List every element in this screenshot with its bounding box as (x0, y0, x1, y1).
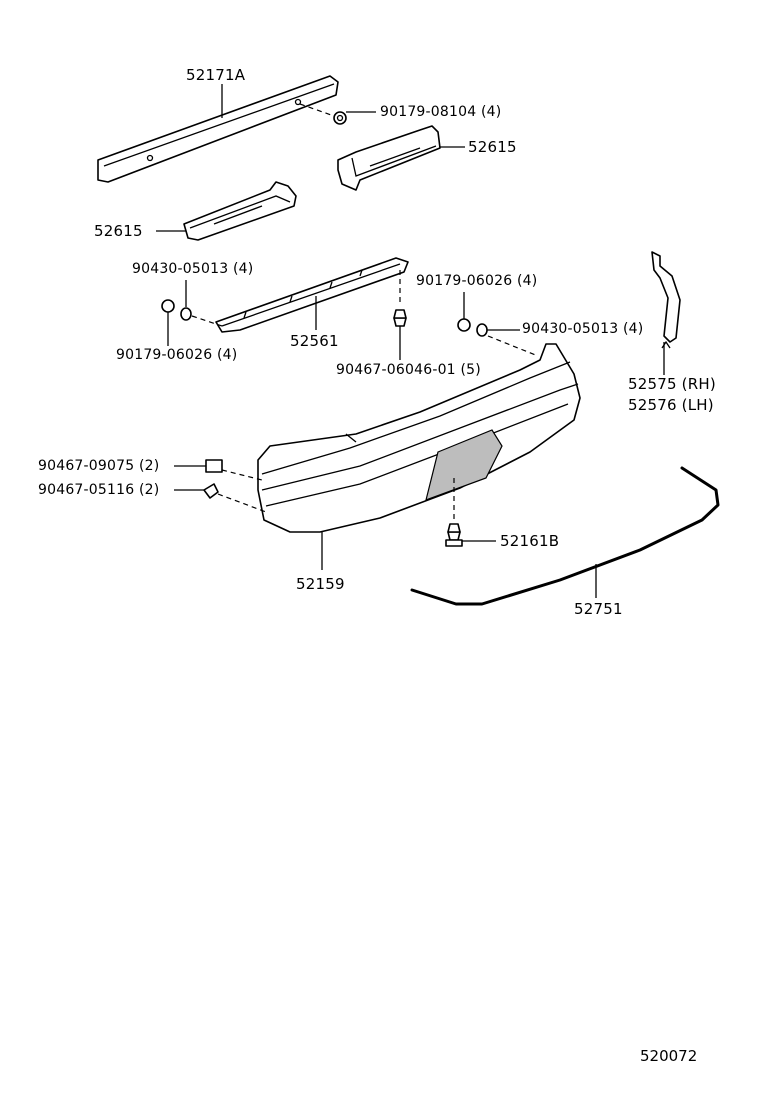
label-washer-left: 90430-05013 (4) (132, 261, 254, 277)
label-bracket-lh: 52576 (LH) (628, 396, 714, 414)
support-right-part[interactable] (337, 125, 441, 191)
label-moulding: 52751 (574, 600, 623, 618)
support-left-part[interactable] (183, 181, 297, 241)
washer-left-part[interactable] (180, 307, 192, 321)
clip-b-part[interactable] (203, 483, 219, 499)
washer-right-part[interactable] (476, 323, 488, 337)
reinforcement-part[interactable] (97, 75, 339, 183)
label-bumper-cover: 52159 (296, 575, 345, 593)
label-reinforcement: 52171A (186, 66, 246, 84)
bracket-part[interactable] (651, 251, 681, 349)
label-bracket-rh: 52575 (RH) (628, 375, 716, 393)
label-clip-retainer: 90467-06046-01 (5) (336, 362, 481, 378)
nut-left-part[interactable] (161, 299, 175, 313)
bumper-cover-part[interactable] (257, 343, 581, 533)
clip-cover-part[interactable] (445, 523, 463, 547)
label-retainer: 52561 (290, 332, 339, 350)
nut-right-part[interactable] (457, 318, 471, 332)
label-clip-a: 90467-09075 (2) (38, 458, 160, 474)
label-nut-top: 90179-08104 (4) (380, 104, 502, 120)
nut-top-part[interactable] (333, 111, 347, 125)
diagram-code: 520072 (640, 1047, 698, 1065)
label-nut-right: 90179-06026 (4) (416, 273, 538, 289)
retainer-part[interactable] (215, 257, 409, 333)
clip-retainer-part[interactable] (393, 309, 407, 327)
label-clip-cover: 52161B (500, 532, 560, 550)
label-nut-left-bottom: 90179-06026 (4) (116, 347, 238, 363)
moulding-part[interactable] (410, 466, 720, 606)
clip-a-part[interactable] (205, 459, 223, 473)
label-support-left: 52615 (94, 222, 143, 240)
label-washer-right: 90430-05013 (4) (522, 321, 644, 337)
label-support-right: 52615 (468, 138, 517, 156)
label-clip-b: 90467-05116 (2) (38, 482, 160, 498)
